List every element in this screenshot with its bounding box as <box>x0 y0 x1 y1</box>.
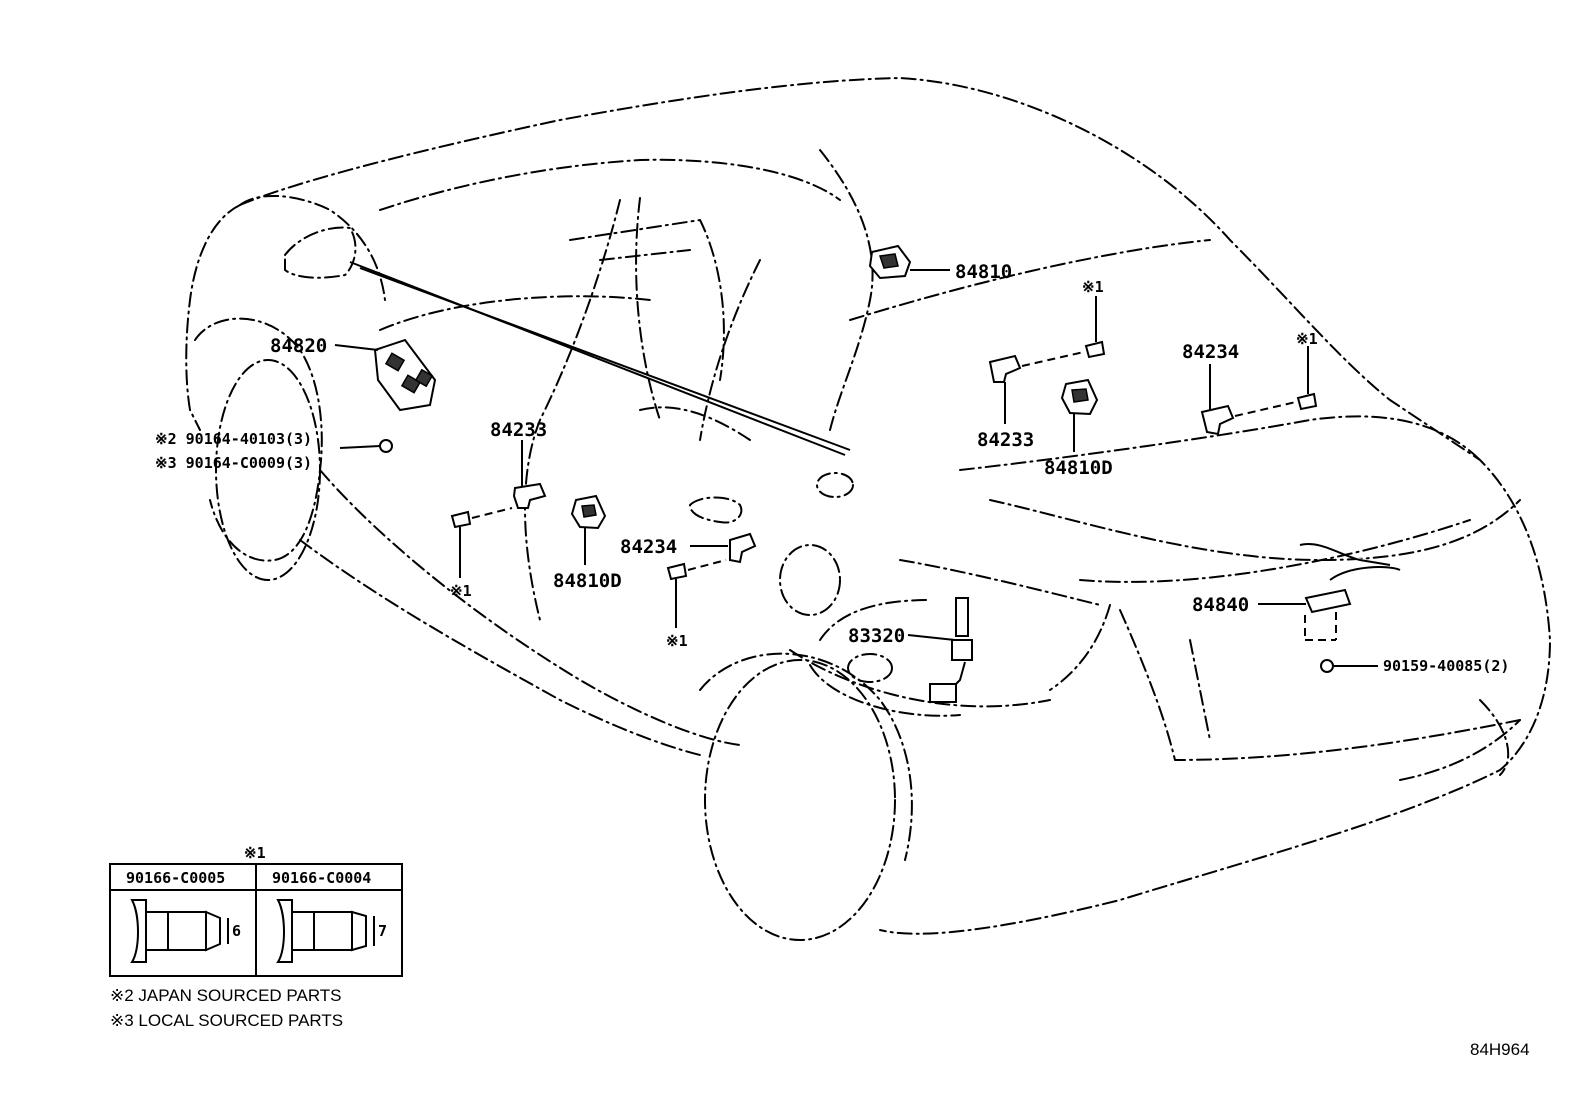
ref1-left: ※1 <box>450 582 472 600</box>
door-switch-84233-right-part <box>988 351 1085 424</box>
switch-84810D-left-part <box>570 494 607 565</box>
bolt-ref1-left-part <box>450 507 513 578</box>
footnote-local-sourced: ※3 LOCAL SOURCED PARTS <box>110 1011 343 1030</box>
footnote-japan-sourced: ※2 JAPAN SOURCED PARTS <box>110 986 342 1005</box>
figure-code: 84H964 <box>1470 1040 1530 1059</box>
label-84840: 84840 <box>1192 594 1249 616</box>
table-col1-header: 90166-C0005 <box>126 869 225 887</box>
switch-84840-part <box>1258 543 1401 641</box>
label-90159-bolt: 90159-40085(2) <box>1383 657 1509 675</box>
dim-7: 7 <box>378 922 387 940</box>
label-84810D-left: 84810D <box>553 570 622 592</box>
label-83320: 83320 <box>848 625 905 647</box>
bolt-reference-table: ※1 90166-C0005 90166-C0004 6 7 <box>109 844 403 977</box>
ref1-middle: ※1 <box>666 632 688 650</box>
door-switch-84234-right-part <box>1200 364 1297 436</box>
dim-6: 6 <box>232 922 241 940</box>
car-body-outline <box>185 77 1551 941</box>
label-84233-left: 84233 <box>490 419 547 441</box>
ref1-top: ※1 <box>1082 278 1104 296</box>
bolt-90159-part <box>1320 659 1378 673</box>
screw-90164-part <box>339 439 393 453</box>
table-ref-mark: ※1 <box>244 844 266 862</box>
label-84234-right: 84234 <box>1182 341 1239 363</box>
bolt-ref1-middle-part <box>666 559 727 628</box>
bolt-ref1-right-part <box>1296 346 1318 411</box>
label-84233-right: 84233 <box>977 429 1034 451</box>
table-col2-header: 90166-C0004 <box>272 869 371 887</box>
bolt-ref1-top-part <box>1084 296 1106 359</box>
bolt-90166-C0005-drawing: 6 <box>130 899 241 963</box>
label-84820: 84820 <box>270 335 327 357</box>
ref1-right: ※1 <box>1296 330 1318 348</box>
note-japan-bolt: ※2 90164-40103(3) <box>155 430 312 448</box>
door-switch-84234-left-part <box>690 532 757 564</box>
label-84234-left: 84234 <box>620 536 677 558</box>
door-switch-84233-left-part <box>512 440 547 509</box>
bolt-90166-C0004-drawing: 7 <box>276 899 387 963</box>
sensor-83320-part <box>907 597 973 703</box>
label-84810D-right: 84810D <box>1044 457 1113 479</box>
switch-84810D-right-part <box>1060 378 1099 452</box>
switch-84810-part <box>868 244 950 280</box>
label-84810: 84810 <box>955 261 1012 283</box>
note-local-bolt: ※3 90164-C0009(3) <box>155 454 312 472</box>
master-switch-84820-part <box>334 338 437 412</box>
